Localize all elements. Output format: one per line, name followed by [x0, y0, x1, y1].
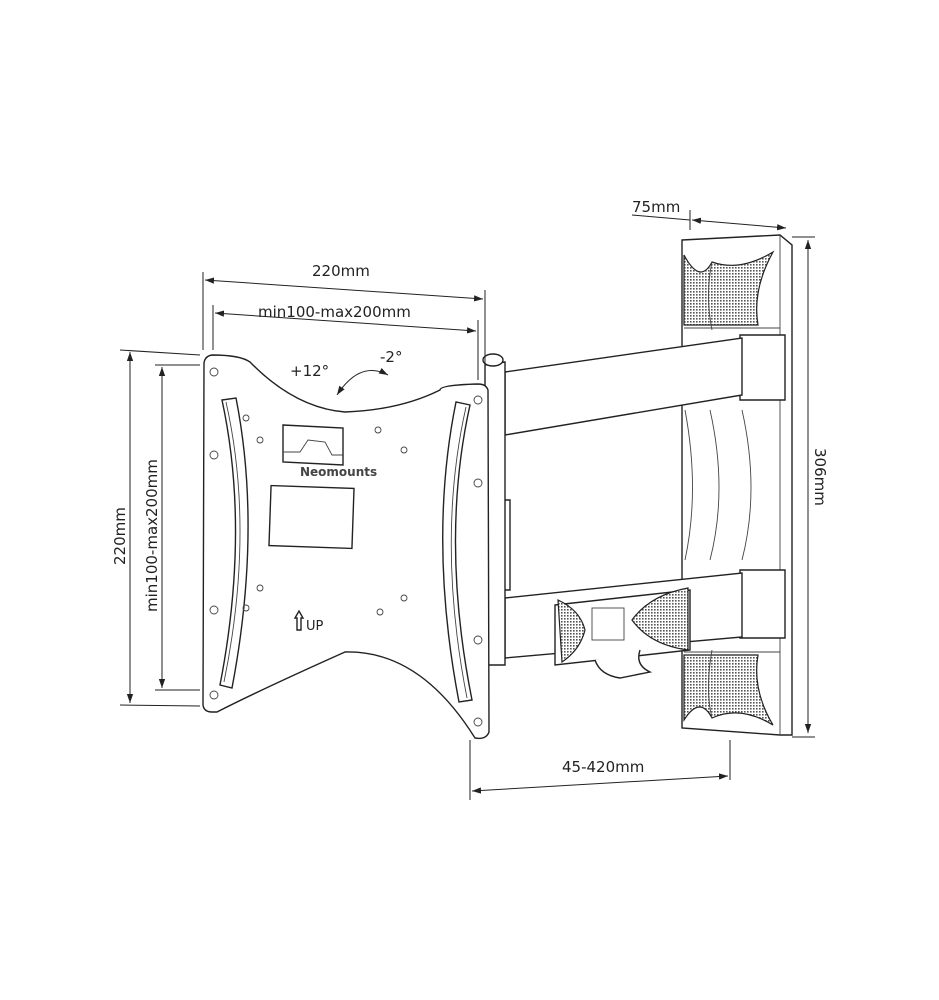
vesa-height-label: min100-max200mm [143, 459, 161, 612]
tv-plate [202, 354, 490, 740]
tilt-down-label: -2° [380, 348, 402, 366]
tilt-arrow-icon [336, 367, 389, 396]
tilt-up-label: +12° [290, 362, 329, 380]
wall-plate [681, 234, 793, 736]
brand-logo: Neomounts [300, 465, 377, 479]
vesa-width-label: min100-max200mm [258, 303, 411, 321]
plate-height-label: 220mm [111, 507, 129, 565]
plate-width-label: 220mm [312, 262, 370, 280]
up-label: UP [306, 619, 324, 634]
extension-label: 45-420mm [562, 758, 644, 776]
dimension-lines [119, 210, 815, 800]
swing-arms [479, 337, 743, 679]
wall-plate-height-label: 306mm [811, 448, 829, 506]
wall-plate-depth-label: 75mm [632, 198, 680, 216]
